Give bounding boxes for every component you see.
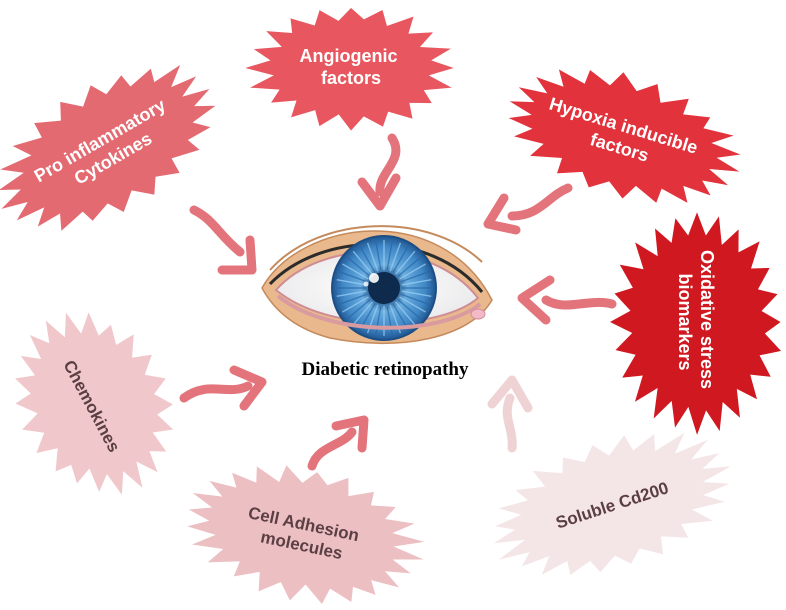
iris-fiber bbox=[395, 301, 416, 326]
starburst-shape bbox=[491, 430, 734, 578]
iris-fiber bbox=[399, 296, 426, 313]
eye-lid-crease bbox=[269, 225, 483, 271]
iris-fiber bbox=[374, 305, 382, 336]
iris-fiber bbox=[366, 242, 379, 272]
starburst-shape bbox=[505, 67, 745, 205]
iris-fiber bbox=[336, 290, 367, 298]
factor-hypoxia-burst bbox=[505, 67, 745, 205]
iris-fiber bbox=[397, 299, 422, 320]
iris-fiber bbox=[397, 256, 422, 277]
iris-fiber bbox=[386, 305, 394, 336]
factor-angiogenic-line-1: Angiogenic bbox=[299, 46, 397, 66]
starburst-shape bbox=[12, 309, 176, 498]
factor-angiogenic-burst bbox=[241, 6, 458, 133]
factor-oxidative-label: Oxidative stress biomarkers bbox=[675, 250, 717, 394]
factor-oxidative-line-1: Oxidative stress bbox=[697, 250, 717, 389]
iris-fibers bbox=[336, 240, 432, 336]
iris-fiber bbox=[346, 299, 371, 320]
svg-text:Oxidative stress biomark: Oxidative stress biomarkers bbox=[675, 250, 717, 394]
factor-soluble-cd200-burst bbox=[491, 430, 734, 578]
iris-fiber bbox=[338, 270, 368, 283]
starburst-shape bbox=[0, 62, 219, 233]
eye-highlight-small bbox=[363, 281, 369, 287]
arrow-from-cell-adhesion bbox=[307, 415, 369, 471]
svg-text:Angiogenic factors: Angiogenic factors bbox=[299, 46, 402, 88]
starburst-shape bbox=[607, 209, 783, 438]
iris-fiber bbox=[389, 242, 402, 272]
arrow-from-soluble-cd200 bbox=[487, 375, 533, 453]
arrows bbox=[179, 133, 617, 471]
iris-fiber bbox=[352, 250, 373, 275]
eye-lower-lid-edge bbox=[276, 294, 482, 330]
factor-oxidative-burst bbox=[607, 209, 783, 438]
arrow-from-oxidative bbox=[517, 275, 617, 325]
center-label: Diabetic retinopathy bbox=[302, 359, 469, 380]
eye-tear-duct bbox=[470, 308, 486, 320]
factor-chemokines-burst bbox=[12, 309, 176, 498]
iris-fiber bbox=[342, 263, 369, 280]
iris-fiber bbox=[400, 293, 430, 306]
arrow-from-pro-inflammatory bbox=[189, 205, 257, 275]
iris-fiber bbox=[338, 293, 368, 306]
factor-angiogenic-label: Angiogenic factors bbox=[299, 46, 402, 88]
iris-fiber bbox=[342, 296, 369, 313]
starburst-shape bbox=[241, 6, 458, 133]
iris-fiber bbox=[401, 290, 432, 298]
factor-angiogenic-line-2: factors bbox=[321, 68, 381, 88]
iris-fiber bbox=[346, 256, 371, 277]
iris-fiber bbox=[401, 278, 432, 286]
iris-fiber bbox=[399, 263, 426, 280]
factor-pro-inflammatory-burst bbox=[0, 62, 219, 233]
iris-fiber bbox=[336, 278, 367, 286]
arrow-from-chemokines bbox=[179, 365, 267, 411]
iris-fiber bbox=[392, 246, 409, 273]
factor-cell-adhesion-burst bbox=[183, 463, 427, 606]
factor-oxidative-line-2: biomarkers bbox=[675, 273, 695, 370]
starburst-shape bbox=[183, 463, 427, 606]
iris-fiber bbox=[395, 250, 416, 275]
iris-fiber bbox=[359, 246, 376, 273]
arrow-from-angiogenic bbox=[357, 133, 401, 211]
iris-fiber bbox=[374, 240, 382, 271]
arrow-from-hypoxia bbox=[483, 183, 573, 235]
eye-highlight bbox=[369, 273, 379, 283]
iris-fiber bbox=[386, 240, 394, 271]
iris-fiber bbox=[352, 301, 373, 326]
iris-fiber bbox=[400, 270, 430, 283]
eye-illustration bbox=[261, 225, 493, 344]
